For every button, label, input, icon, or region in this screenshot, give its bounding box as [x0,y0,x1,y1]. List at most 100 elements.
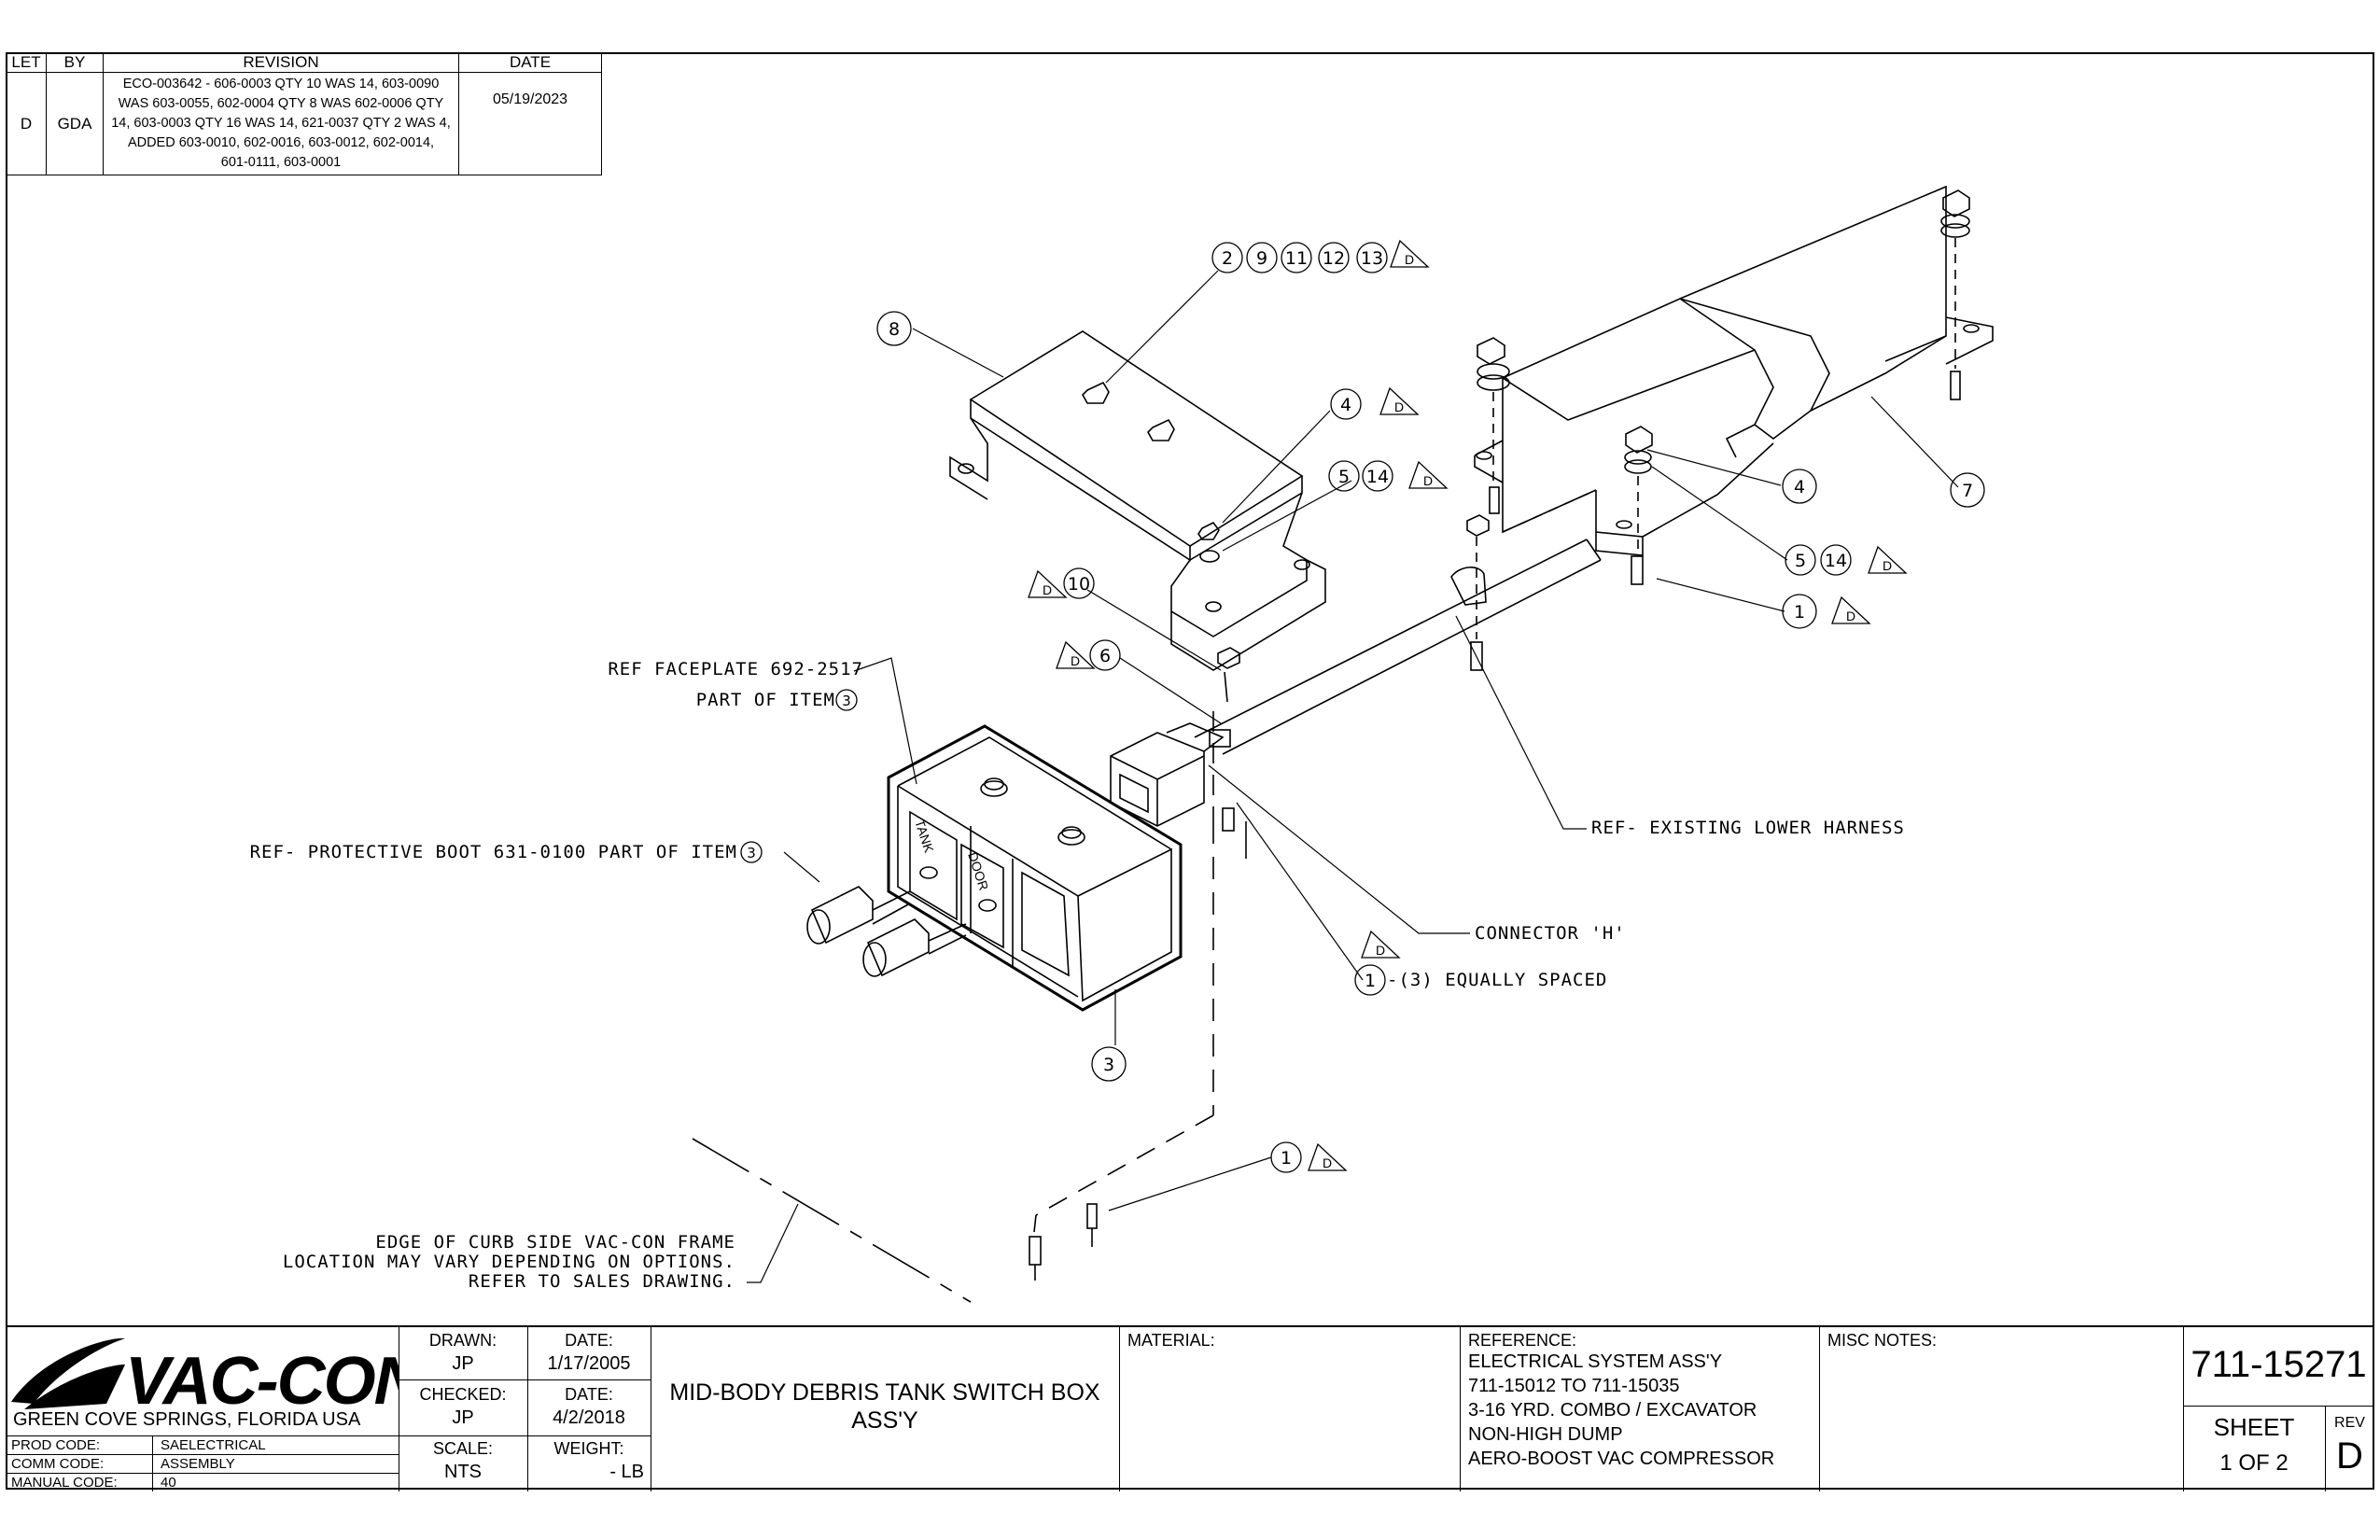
callout-14a: 14 [1366,467,1389,487]
callout-6: 6 [1099,646,1111,666]
callout-11: 11 [1285,248,1308,269]
drawn-label: DRAWN: [428,1331,497,1350]
connector-h [1110,722,1225,827]
switch-label-tank: TANK [912,818,937,855]
reference-line: 3-16 YRD. COMBO / EXCAVATOR [1468,1400,1757,1421]
drawing-border [6,52,2374,1490]
callout-inline-3b: 3 [747,845,756,861]
note-connector-h: CONNECTOR 'H' [1475,923,1626,944]
leader-lines [747,270,1959,1283]
rev-mark-d: D [1405,252,1414,267]
reference-lines: ELECTRICAL SYSTEM ASS'Y 711-15012 TO 711… [1468,1350,1774,1471]
assembly-drawing: 8 2 9 11 12 13 4 5 14 10 6 4 5 14 7 1 3 … [250,185,1994,1303]
rev-by: GDA [46,72,104,175]
date2-label: DATE: [565,1385,613,1404]
logo-text: VAC-CON [125,1344,399,1419]
weight-label: WEIGHT: [553,1439,624,1458]
comm-code-value: ASSEMBLY [161,1456,235,1472]
company-logo: VAC-CON GREEN COVE SPRINGS, FLORIDA USA [6,1327,399,1435]
title-block: VAC-CON GREEN COVE SPRINGS, FLORIDA USA … [6,1325,2374,1491]
reference-line: NON-HIGH DUMP [1468,1424,1623,1445]
rev-line: WAS 603-0055, 602-0004 QTY 8 WAS 602-000… [118,96,444,111]
callout-13: 13 [1361,248,1383,269]
rev-let: D [6,72,47,175]
callout-1a: 1 [1794,602,1805,623]
callout-5b: 5 [1795,551,1806,571]
harness [1194,539,1602,1115]
rev-date: 05/19/2023 [458,72,602,175]
callout-8: 8 [889,319,900,340]
note-equally-spaced: -(3) EQUALLY SPACED [1387,970,1607,990]
sheet-label: SHEET [2213,1413,2295,1441]
manual-code-value: 40 [161,1475,176,1491]
bracket-item-8 [949,330,1326,671]
rev-line: ECO-003642 - 606-0003 QTY 10 WAS 14, 603… [122,77,440,91]
callout-1b: 1 [1365,971,1376,991]
rev-line: 601-0111, 603-0001 [220,155,342,170]
rev-value: D [2336,1435,2363,1477]
drawing-title-line1: MID-BODY DEBRIS TANK SWITCH BOX [669,1379,1100,1406]
rev-mark-d: D [1423,473,1433,488]
rev-mark-d: D [1376,943,1385,958]
date1-label: DATE: [565,1331,613,1350]
rev-header-by: BY [46,52,104,73]
scale-label: SCALE: [432,1439,494,1458]
rev-mark-d: D [1043,582,1052,597]
rev-description: ECO-003642 - 606-0003 QTY 10 WAS 14, 603… [103,72,459,175]
rev-label: REV [2334,1415,2365,1431]
callout-1c: 1 [1281,1148,1292,1169]
callout-2: 2 [1222,248,1233,269]
callout-10: 10 [1068,574,1090,595]
callout-12: 12 [1323,248,1345,269]
rev-mark-d: D [1394,399,1404,414]
callout-9: 9 [1256,248,1267,269]
protective-boots [806,886,967,977]
codes-table: PROD CODE: SAELECTRICAL COMM CODE: ASSEM… [6,1435,399,1491]
callout-4b: 4 [1794,477,1805,497]
note-edge-line3: REFER TO SALES DRAWING. [469,1271,735,1292]
drawing-number: 711-15271 [2191,1344,2367,1385]
company-location: GREEN COVE SPRINGS, FLORIDA USA [13,1409,361,1430]
callout-5a: 5 [1338,467,1350,487]
weight-value: - LB [609,1462,644,1482]
callout-4a: 4 [1340,395,1351,415]
rev-mark-d: D [1323,1155,1332,1170]
drawn-value: JP [452,1353,474,1374]
manual-code-label: MANUAL CODE: [6,1473,153,1491]
callout-7: 7 [1962,481,1973,501]
comm-code-label: COMM CODE: [6,1454,153,1474]
scale-value: NTS [444,1462,482,1482]
date1-value: 1/17/2005 [547,1353,631,1374]
rev-line: ADDED 603-0010, 602-0016, 603-0012, 602-… [127,135,435,150]
rev-mark-d: D [1071,653,1080,668]
date2-value: 4/2/2018 [553,1407,625,1428]
callout-inline-3a: 3 [842,693,851,709]
frame-edge [692,1114,1214,1303]
drawing-title-line2: ASS'Y [851,1407,918,1434]
prod-code-value: SAELECTRICAL [161,1437,266,1453]
rev-mark-d: D [1883,558,1892,573]
switch-label-door: DOOR [965,850,991,892]
channel-item-7 [1474,185,1994,556]
misc-notes-label: MISC NOTES: [1827,1331,1938,1350]
reference-line: ELECTRICAL SYSTEM ASS'Y [1468,1351,1723,1372]
switch-box-item-3 [887,724,1183,1012]
checked-value: JP [452,1407,474,1428]
note-ref-boot: REF- PROTECTIVE BOOT 631-0100 PART OF IT… [250,842,737,862]
callout-3: 3 [1103,1055,1114,1075]
callout-14b: 14 [1825,551,1847,571]
prod-code-label: PROD CODE: [6,1435,153,1455]
callout-bubbles [740,239,1985,1173]
checked-label: CHECKED: [419,1385,507,1404]
note-ref-harness: REF- EXISTING LOWER HARNESS [1591,818,1905,838]
reference-line: 711-15012 TO 711-15035 [1468,1376,1680,1396]
revision-table: LET BY REVISION DATE D GDA ECO-003642 - … [6,52,602,175]
reference-label: REFERENCE: [1468,1331,1577,1350]
rev-line: 14, 603-0003 QTY 16 WAS 14, 621-0037 QTY… [111,116,451,131]
sheet-value: 1 OF 2 [2219,1450,2289,1476]
rev-mark-d: D [1846,609,1855,623]
note-edge-line1: EDGE OF CURB SIDE VAC-CON FRAME [375,1232,735,1253]
material-label: MATERIAL: [1127,1331,1215,1350]
note-ref-faceplate: REF FACEPLATE 692-2517 [608,659,863,679]
reference-line: AERO-BOOST VAC COMPRESSOR [1468,1449,1775,1469]
